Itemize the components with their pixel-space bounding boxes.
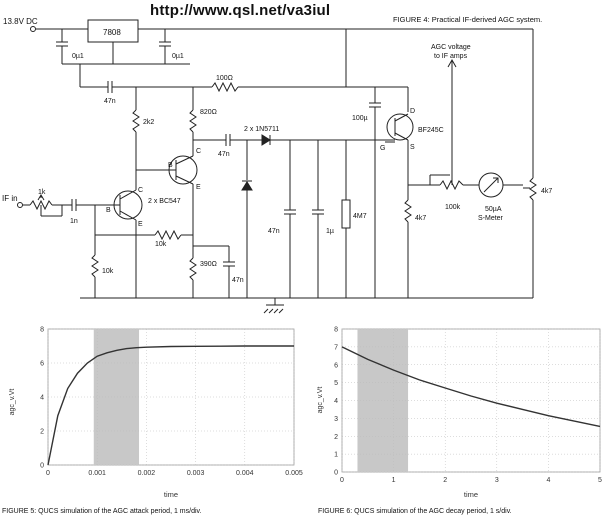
cap-47n-top-label: 47n: [104, 98, 116, 105]
attack-chart: 0 2 4 6 8 0 0.001 0.002 0.003 0.004 0.005 agc_v.V…: [9, 327, 303, 500]
y-tick-label: 6: [334, 362, 338, 369]
resistor-820-label: 820Ω: [200, 109, 217, 116]
cap-1n-label: 1n: [70, 218, 78, 225]
cap-100u-label: 100µ: [352, 115, 368, 122]
cap-out-label: 0µ1: [172, 53, 184, 60]
y-tick-label: 7: [334, 344, 338, 351]
pot-100k-label: 100k: [445, 204, 461, 211]
x-tick-label: 0.002: [138, 470, 156, 477]
decay-series-line: [341, 346, 601, 428]
supply-label: 13.8V DC: [3, 17, 38, 26]
q2-emitter-label: E: [138, 221, 143, 228]
cap-1u-label: 1µ: [326, 228, 334, 235]
fet-label: BF245C: [418, 127, 444, 134]
x-tick-label: 0: [46, 470, 50, 477]
y-tick-label: 0: [334, 470, 338, 477]
agc-out-label-2: to IF amps: [434, 53, 468, 60]
diodes-label: 2 x 1N5711: [244, 126, 279, 133]
y-tick-label: 8: [334, 327, 338, 334]
y-tick-label: 4: [334, 398, 338, 405]
pot-4k7-label: 4k7: [541, 188, 552, 195]
y-tick-label: 1: [334, 452, 338, 459]
fet-gate-label: G: [380, 145, 385, 152]
x-tick-label: 1: [392, 477, 396, 484]
resistor-4k7-source-label: 4k7: [415, 215, 426, 222]
meter-label-2: S-Meter: [478, 215, 504, 222]
attack-highlight-band: [93, 329, 140, 465]
y-tick-label: 5: [334, 380, 338, 387]
x-tick-label: 0.004: [236, 470, 254, 477]
x-tick-label: 4: [546, 477, 550, 484]
decay-ylabel: agc_v.Vt: [317, 387, 324, 414]
meter-label-1: 50µA: [485, 206, 502, 213]
resistor-100-label: 100Ω: [216, 75, 233, 82]
decay-x-ticks: 0 1 2 3 4 5: [340, 477, 602, 484]
resistor-4m7-label: 4M7: [353, 213, 367, 220]
cap-47n-detector-label: 47n: [268, 228, 280, 235]
y-tick-label: 4: [40, 395, 44, 402]
q2-collector-label: C: [138, 187, 143, 194]
attack-x-ticks: 0 0.001 0.002 0.003 0.004 0.005: [46, 470, 303, 477]
agc-schematic: 13.8V DC 7808 0µ1 0µ1 47n 100Ω 100µ AGC …: [2, 17, 552, 314]
resistor-10k-feedback-label: 10k: [155, 241, 167, 248]
cap-in-label: 0µ1: [72, 53, 84, 60]
attack-y-ticks: 0 2 4 6 8: [40, 327, 44, 470]
q1-base-label: B: [168, 162, 173, 169]
x-tick-label: 5: [598, 477, 602, 484]
resistor-2k2-label: 2k2: [143, 119, 154, 126]
transistors-label: 2 x BC547: [148, 198, 181, 205]
cap-47n-emitter-label: 47n: [232, 277, 244, 284]
decay-xlabel: time: [464, 490, 478, 499]
x-tick-label: 0: [340, 477, 344, 484]
attack-grid: [47, 328, 295, 466]
cap-47n-coupling-label: 47n: [218, 151, 230, 158]
q1-emitter-label: E: [196, 184, 201, 191]
y-tick-label: 0: [40, 463, 44, 470]
attack-series-line: [47, 345, 294, 466]
y-tick-label: 8: [40, 327, 44, 334]
decay-y-ticks: 0 1 2 3 4 5 6 7 8: [334, 327, 338, 477]
x-tick-label: 0.005: [285, 470, 303, 477]
attack-xlabel: time: [164, 490, 178, 499]
y-tick-label: 2: [334, 434, 338, 441]
regulator-label: 7808: [103, 28, 121, 37]
fet-source-label: S: [410, 144, 415, 151]
source-url: http://www.qsl.net/va3iul: [150, 2, 331, 19]
resistor-390-label: 390Ω: [200, 261, 217, 268]
q2-base-label: B: [106, 207, 111, 214]
y-tick-label: 2: [40, 429, 44, 436]
decay-grid: [341, 328, 601, 473]
fet-drain-label: D: [410, 108, 415, 115]
figure6-caption: FIGURE 6: QUCS simulation of the AGC dec…: [318, 508, 512, 515]
x-tick-label: 0.001: [88, 470, 106, 477]
figure5-caption: FIGURE 5: QUCS simulation of the AGC att…: [2, 508, 202, 515]
attack-ylabel: agc_v.Vt: [9, 389, 16, 416]
x-tick-label: 2: [443, 477, 447, 484]
decay-chart: 0 1 2 3 4 5 6 7 8 0 1 2 3 4 5 agc_v.Vt time: [317, 327, 602, 500]
agc-out-label-1: AGC voltage: [431, 44, 471, 51]
if-in-label: IF in: [2, 194, 18, 203]
y-tick-label: 3: [334, 416, 338, 423]
resistor-1k-label: 1k: [38, 189, 46, 196]
y-tick-label: 6: [40, 361, 44, 368]
x-tick-label: 3: [495, 477, 499, 484]
x-tick-label: 0.003: [187, 470, 205, 477]
resistor-10k-bias-label: 10k: [102, 268, 114, 275]
decay-highlight-band: [357, 329, 409, 472]
figure4-caption: FIGURE 4: Practical IF-derived AGC syste…: [393, 15, 543, 24]
q1-collector-label: C: [196, 148, 201, 155]
